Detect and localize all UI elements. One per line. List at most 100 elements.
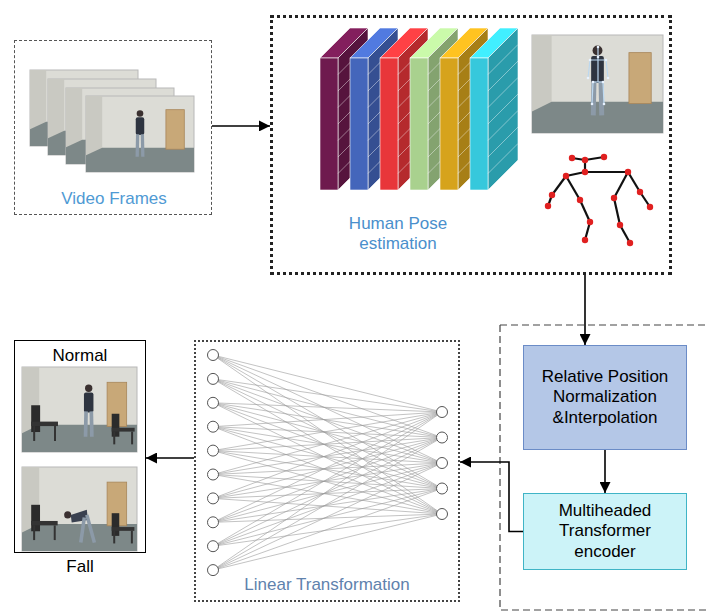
skeleton-joint <box>587 219 593 225</box>
network-neuron <box>208 469 219 480</box>
chair-leg <box>131 432 133 445</box>
output-box: NormalFall <box>14 340 146 553</box>
layer-grid <box>488 144 518 174</box>
network-neuron <box>437 509 448 520</box>
network-neuron <box>208 421 219 432</box>
frame-wall <box>86 96 194 172</box>
person-leg <box>84 411 88 436</box>
network-link <box>213 475 442 489</box>
pose-joint <box>592 81 595 84</box>
video-frame <box>532 35 663 133</box>
chair-seat <box>112 527 135 531</box>
chair-back <box>31 505 40 531</box>
skeleton-joint <box>582 157 588 163</box>
class-label: Fall <box>15 557 145 577</box>
network-link <box>213 412 442 522</box>
skeleton-joint <box>601 154 607 160</box>
person-leg <box>81 517 85 542</box>
network-link <box>213 514 442 522</box>
person-leg <box>141 134 145 157</box>
network-neuron <box>208 517 219 528</box>
frame-floor <box>86 148 194 172</box>
flow-arrow <box>584 275 586 345</box>
layer-front <box>470 58 488 190</box>
layer-front <box>440 58 458 190</box>
frame-floor <box>532 102 663 133</box>
network-link <box>213 438 442 571</box>
person-figure <box>84 385 93 437</box>
network-link <box>213 514 442 570</box>
video-frame <box>22 467 137 551</box>
skeleton-joint <box>545 203 551 209</box>
layer-front <box>320 58 338 190</box>
network-link <box>213 438 442 451</box>
frame-wall <box>22 367 137 452</box>
layer-front <box>350 58 368 190</box>
pose-joint <box>602 81 605 84</box>
process-box: Relative Position Normalization &Interpo… <box>523 345 687 450</box>
person-leg <box>136 134 140 157</box>
skeleton-joint <box>582 169 588 175</box>
chair-leg <box>33 525 35 540</box>
network-neuron <box>208 565 219 576</box>
feature-maps <box>320 28 518 190</box>
layer-grid <box>488 61 518 91</box>
network-link <box>213 412 442 570</box>
pose-joint <box>607 77 610 80</box>
flow-arrow <box>146 457 194 459</box>
chair-leg <box>54 426 56 441</box>
network-link <box>213 463 442 498</box>
process-box: Human Pose estimation <box>270 15 672 275</box>
network-neuron <box>437 483 448 494</box>
network-neuron <box>208 397 219 408</box>
network-link <box>213 489 442 547</box>
network-link <box>213 514 442 546</box>
chair-back <box>112 513 120 536</box>
network-link <box>213 355 442 514</box>
person-leg <box>87 515 95 543</box>
skeleton-joint <box>625 169 631 175</box>
frame-wall <box>22 467 137 551</box>
network-link <box>213 463 442 570</box>
box-caption: Human Pose estimation <box>318 214 478 255</box>
frame-door <box>629 53 651 104</box>
pose-joint <box>605 59 608 62</box>
chair <box>112 513 135 543</box>
layer-grid <box>488 78 518 108</box>
network-neuron <box>437 407 448 418</box>
flow-arrow <box>604 450 606 493</box>
network-link <box>213 412 442 451</box>
pose-joint <box>591 103 594 106</box>
pose-joint <box>597 46 600 49</box>
chair-leg <box>54 525 56 540</box>
network-link <box>213 412 442 498</box>
layer-front <box>410 58 428 190</box>
chair-seat <box>31 422 58 426</box>
network-link <box>213 489 442 571</box>
pose-joint <box>587 77 590 80</box>
network-link <box>213 355 442 412</box>
skeleton-bone <box>614 172 628 198</box>
network-neuron <box>208 350 219 361</box>
network-link <box>213 412 442 475</box>
skeleton-joint <box>611 195 617 201</box>
person-head <box>85 385 92 392</box>
chair <box>112 414 135 445</box>
person-figure <box>64 510 94 543</box>
skeleton-bone <box>552 176 566 195</box>
skeleton-bone <box>614 198 620 225</box>
person-head <box>64 511 71 518</box>
network-neuron <box>208 493 219 504</box>
skeleton-bone <box>580 200 590 222</box>
skeleton-bone <box>585 171 628 173</box>
pose-joint <box>589 59 592 62</box>
chair-leg <box>131 531 133 544</box>
person-leg <box>89 411 93 436</box>
skeleton-joint <box>582 237 588 243</box>
network-link <box>213 438 442 475</box>
box-caption: Video Frames <box>15 189 213 209</box>
person-figure <box>136 110 144 157</box>
video-frame <box>86 96 194 172</box>
layer-grid <box>488 94 518 124</box>
skeleton-joint <box>569 155 575 161</box>
